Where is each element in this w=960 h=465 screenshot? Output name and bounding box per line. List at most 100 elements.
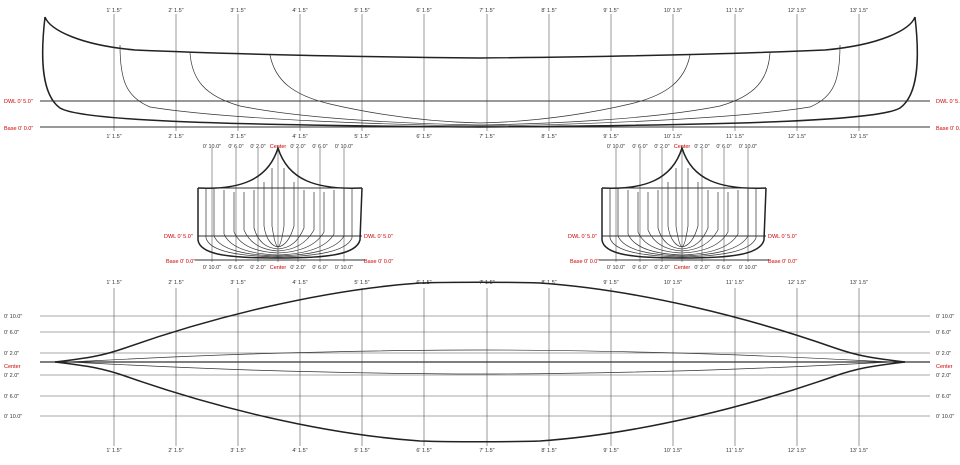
body-plan-offset-label: 0' 2.0"	[654, 144, 669, 150]
profile-station-label-top: 6' 1.5"	[416, 8, 431, 14]
profile-dwl-label-left: DWL 0' 5.0"	[4, 99, 33, 105]
plan-station-label-top: 4' 1.5"	[292, 280, 307, 286]
profile-sheer-line	[44, 16, 916, 59]
plan-right-offset-label: 0' 10.0"	[936, 414, 954, 420]
profile-buttock-2	[189, 52, 771, 126]
plan-left-offset-label: 0' 6.0"	[4, 330, 19, 336]
profile-view: 1' 1.5"1' 1.5"2' 1.5"2' 1.5"3' 1.5"3' 1.…	[4, 8, 960, 140]
profile-buttock-3	[269, 54, 691, 124]
body-plan-offset-label: 0' 2.0"	[654, 265, 669, 271]
profile-base-label-right: Base 0' 0.0"	[936, 126, 960, 132]
plan-station-label-top: 1' 1.5"	[106, 280, 121, 286]
body-plan-offset-label: 0' 10.0"	[203, 265, 221, 271]
body-plan-right-outer-section	[601, 187, 767, 259]
plan-station-label-top: 2' 1.5"	[168, 280, 183, 286]
body-plan-right-sections	[609, 168, 757, 258]
body-plan-right-base-label-left: Base 0' 0.0"	[570, 259, 599, 265]
profile-station-label-top: 8' 1.5"	[541, 8, 556, 14]
plan-station-label-bottom: 7' 1.5"	[479, 448, 494, 454]
body-plan-left-offset-lines	[211, 148, 345, 262]
body-plan-offset-label: 0' 2.0"	[694, 144, 709, 150]
plan-right-offset-label: Center	[936, 364, 953, 370]
body-plan-left-base-label-left: Base 0' 0.0"	[166, 259, 195, 265]
profile-station-label-top: 5' 1.5"	[354, 8, 369, 14]
body-plan-offset-label: 0' 6.0"	[716, 265, 731, 271]
plan-station-label-top: 5' 1.5"	[354, 280, 369, 286]
plan-offset-lines	[40, 315, 930, 417]
profile-station-label-top: 3' 1.5"	[230, 8, 245, 14]
profile-station-label-bottom: 5' 1.5"	[354, 134, 369, 140]
plan-left-offset-label: 0' 2.0"	[4, 351, 19, 357]
profile-station-label-bottom: 8' 1.5"	[541, 134, 556, 140]
plan-lower-inner-line	[69, 361, 891, 375]
profile-station-label-top: 13' 1.5"	[850, 8, 868, 14]
plan-station-label-top: 3' 1.5"	[230, 280, 245, 286]
body-plan-offset-label: Center	[270, 144, 287, 150]
body-plan-offset-label: 0' 10.0"	[607, 144, 625, 150]
body-plan-offset-label: 0' 6.0"	[632, 265, 647, 271]
body-plan-right: DWL 0' 5.0" DWL 0' 5.0" Base 0' 0.0" Bas…	[568, 144, 797, 271]
body-plan-offset-label: 0' 6.0"	[228, 265, 243, 271]
body-plan-right-dwl-label-right: DWL 0' 5.0"	[768, 234, 797, 240]
body-plan-left-outer-section	[197, 187, 363, 259]
profile-station-label-top: 7' 1.5"	[479, 8, 494, 14]
plan-station-label-bottom: 13' 1.5"	[850, 448, 868, 454]
body-plan-offset-label: 0' 10.0"	[739, 144, 757, 150]
body-plan-offset-label: Center	[674, 144, 691, 150]
body-plan-offset-label: 0' 10.0"	[335, 265, 353, 271]
plan-right-offset-label: 0' 6.0"	[936, 330, 951, 336]
body-plan-offset-label: 0' 6.0"	[312, 265, 327, 271]
plan-upper-hull-line	[54, 281, 906, 363]
plan-upper-inner-line	[69, 349, 891, 363]
plan-lower-hull-line	[54, 361, 906, 443]
profile-station-label-top: 9' 1.5"	[603, 8, 618, 14]
profile-keel-line	[41, 16, 919, 128]
body-plan-offset-label: Center	[270, 265, 287, 271]
plan-station-label-bottom: 10' 1.5"	[664, 448, 682, 454]
plan-left-offset-label: 0' 2.0"	[4, 373, 19, 379]
profile-station-label-top: 11' 1.5"	[726, 8, 744, 14]
profile-dwl-label-right: DWL 0' 5.0"	[936, 99, 960, 105]
body-plan-offset-label: 0' 6.0"	[632, 144, 647, 150]
plan-left-offset-label: 0' 6.0"	[4, 394, 19, 400]
profile-station-label-top: 2' 1.5"	[168, 8, 183, 14]
plan-right-offset-label: 0' 10.0"	[936, 314, 954, 320]
plan-station-label-bottom: 4' 1.5"	[292, 448, 307, 454]
plan-station-label-bottom: 1' 1.5"	[106, 448, 121, 454]
profile-station-label-bottom: 1' 1.5"	[106, 134, 121, 140]
plan-station-label-bottom: 5' 1.5"	[354, 448, 369, 454]
plan-view: 1' 1.5"1' 1.5"2' 1.5"2' 1.5"3' 1.5"3' 1.…	[4, 280, 954, 454]
body-plan-offset-label: 0' 6.0"	[312, 144, 327, 150]
profile-station-label-top: 12' 1.5"	[788, 8, 806, 14]
body-plan-offset-label: 0' 6.0"	[228, 144, 243, 150]
plan-left-offset-label: 0' 10.0"	[4, 314, 22, 320]
plan-right-offset-label: 0' 2.0"	[936, 351, 951, 357]
body-plan-offset-label: 0' 2.0"	[290, 144, 305, 150]
body-plan-offset-label: 0' 2.0"	[250, 144, 265, 150]
plan-station-label-top: 10' 1.5"	[664, 280, 682, 286]
body-plan-right-stem	[601, 145, 767, 189]
profile-station-label-bottom: 7' 1.5"	[479, 134, 494, 140]
plan-left-offset-label: 0' 10.0"	[4, 414, 22, 420]
profile-station-label-bottom: 3' 1.5"	[230, 134, 245, 140]
profile-station-label-bottom: 2' 1.5"	[168, 134, 183, 140]
body-plan-left-base-label-right: Base 0' 0.0"	[364, 259, 393, 265]
profile-station-label-bottom: 9' 1.5"	[603, 134, 618, 140]
body-plan-offset-label: 0' 10.0"	[335, 144, 353, 150]
plan-station-label-top: 12' 1.5"	[788, 280, 806, 286]
profile-station-label-bottom: 12' 1.5"	[788, 134, 806, 140]
body-plan-left-dwl-label-right: DWL 0' 5.0"	[364, 234, 393, 240]
plan-station-label-bottom: 3' 1.5"	[230, 448, 245, 454]
profile-station-label-bottom: 6' 1.5"	[416, 134, 431, 140]
plan-station-label-bottom: 8' 1.5"	[541, 448, 556, 454]
plan-station-label-bottom: 6' 1.5"	[416, 448, 431, 454]
body-plan-right-dwl-label-left: DWL 0' 5.0"	[568, 234, 597, 240]
plan-station-label-bottom: 11' 1.5"	[726, 448, 744, 454]
